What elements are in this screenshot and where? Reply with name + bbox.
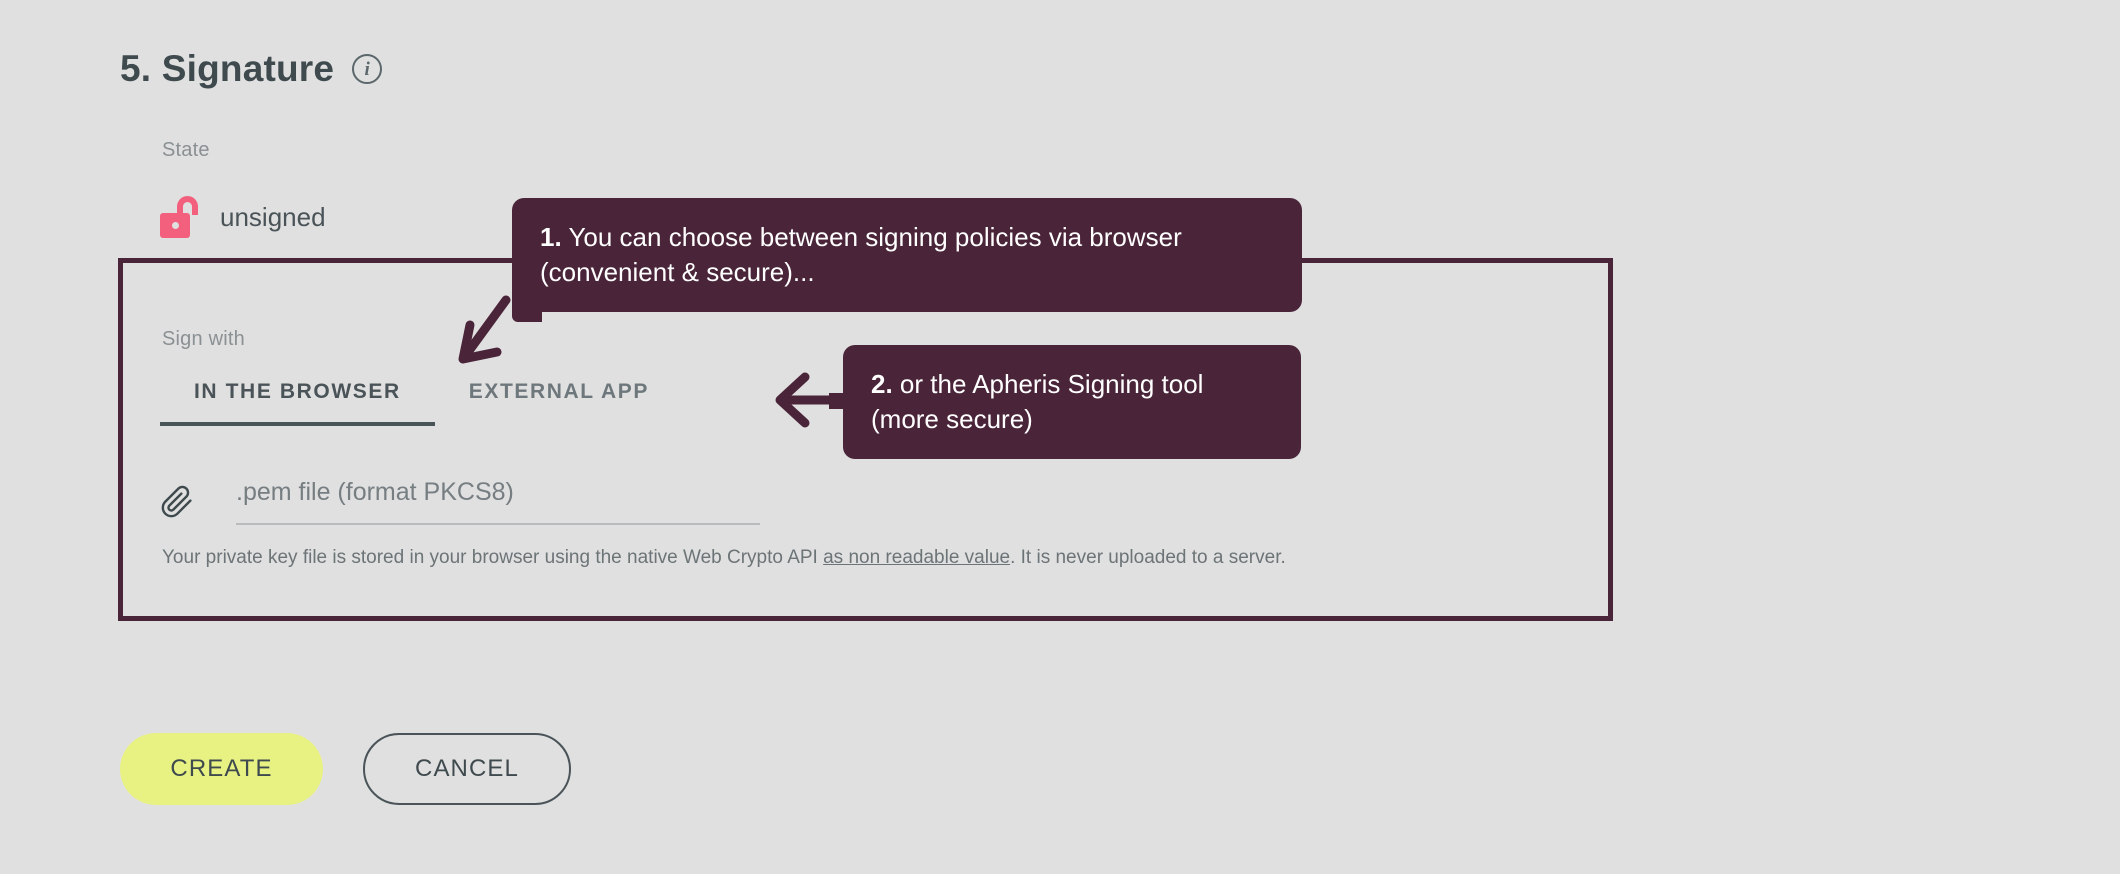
tooltip-2-tail: [829, 393, 853, 409]
tab-external-app[interactable]: EXTERNAL APP: [468, 380, 649, 403]
file-helper-text: Your private key file is stored in your …: [162, 547, 1286, 569]
pem-file-input-row[interactable]: .pem file (format PKCS8): [160, 478, 760, 525]
tooltip-1-tail: [512, 300, 542, 323]
tooltip-1: 1. You can choose between signing polici…: [512, 198, 1302, 323]
helper-underlined-link[interactable]: as non readable value: [823, 547, 1011, 568]
state-row: unsigned: [160, 196, 326, 238]
tooltip-2: 2. or the Apheris Signing tool (more sec…: [829, 345, 1301, 460]
action-buttons: CREATE CANCEL: [120, 733, 571, 805]
unlock-icon: [160, 196, 198, 238]
tooltip-1-text: You can choose between signing policies …: [540, 222, 1182, 288]
cancel-button[interactable]: CANCEL: [363, 733, 571, 805]
tooltip-2-text: or the Apheris Signing tool (more secure…: [871, 369, 1204, 435]
state-value: unsigned: [220, 201, 326, 232]
pem-file-field[interactable]: .pem file (format PKCS8): [236, 478, 760, 525]
tab-in-the-browser[interactable]: IN THE BROWSER: [160, 380, 435, 426]
sign-with-tabs: IN THE BROWSER EXTERNAL APP: [160, 380, 683, 426]
info-icon[interactable]: i: [352, 54, 383, 84]
section-title: 5. Signature: [120, 48, 335, 89]
state-label: State: [162, 139, 210, 161]
helper-after: . It is never uploaded to a server.: [1010, 547, 1286, 568]
tooltip-2-number: 2.: [871, 369, 893, 399]
tooltip-1-number: 1.: [540, 222, 562, 252]
pem-file-placeholder: .pem file (format PKCS8): [236, 478, 514, 506]
sign-with-label: Sign with: [162, 328, 245, 350]
helper-before: Your private key file is stored in your …: [162, 547, 824, 568]
create-button[interactable]: CREATE: [120, 733, 323, 805]
page-title: 5. Signature i: [120, 48, 383, 90]
paperclip-icon: [161, 485, 192, 517]
